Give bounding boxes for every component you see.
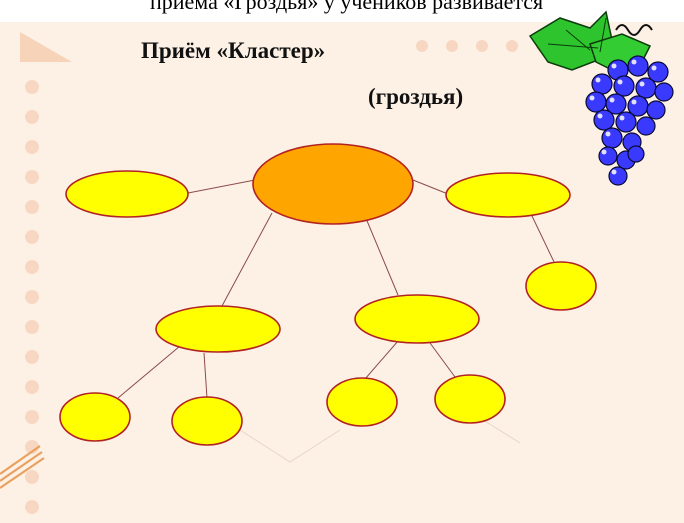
slide-title: Приём «Кластер» — [141, 38, 326, 63]
slide-subtitle: (гроздья) — [368, 84, 464, 109]
connector-center-midleft — [221, 212, 273, 307]
node-leaf-3 — [326, 377, 398, 427]
node-leaf-1 — [59, 392, 131, 442]
node-midright — [354, 294, 480, 344]
node-leaf-4 — [434, 374, 506, 424]
connectors — [117, 179, 556, 399]
center-node — [252, 143, 414, 225]
connector-center-left — [187, 179, 256, 194]
faint-connector — [239, 429, 341, 463]
triangle-decoration-icon — [20, 32, 72, 62]
connector-midright-mr — [429, 342, 456, 378]
top-dot-row — [416, 40, 548, 52]
faint-connector-right — [479, 417, 521, 444]
node-midleft — [155, 305, 281, 353]
top-strip: приёма «Гроздья» у учеников развивается — [0, 0, 684, 22]
connector-midleft-ll — [117, 345, 181, 399]
node-lowright — [525, 261, 597, 311]
cut-off-text: приёма «Гроздья» у учеников развивается — [150, 0, 544, 14]
left-dot-column — [25, 80, 39, 514]
node-leaf-2 — [171, 396, 243, 446]
node-right — [445, 172, 571, 218]
connector-right-lowright — [531, 215, 556, 265]
cluster-nodes — [59, 143, 597, 446]
connector-midleft-lr — [203, 352, 208, 399]
connector-center-right — [412, 179, 449, 195]
grapes-clipart-icon — [528, 10, 674, 186]
connector-midright-ml — [364, 340, 399, 380]
node-left — [65, 170, 189, 218]
corner-stripes — [0, 445, 45, 489]
connector-center-midright — [364, 215, 399, 296]
